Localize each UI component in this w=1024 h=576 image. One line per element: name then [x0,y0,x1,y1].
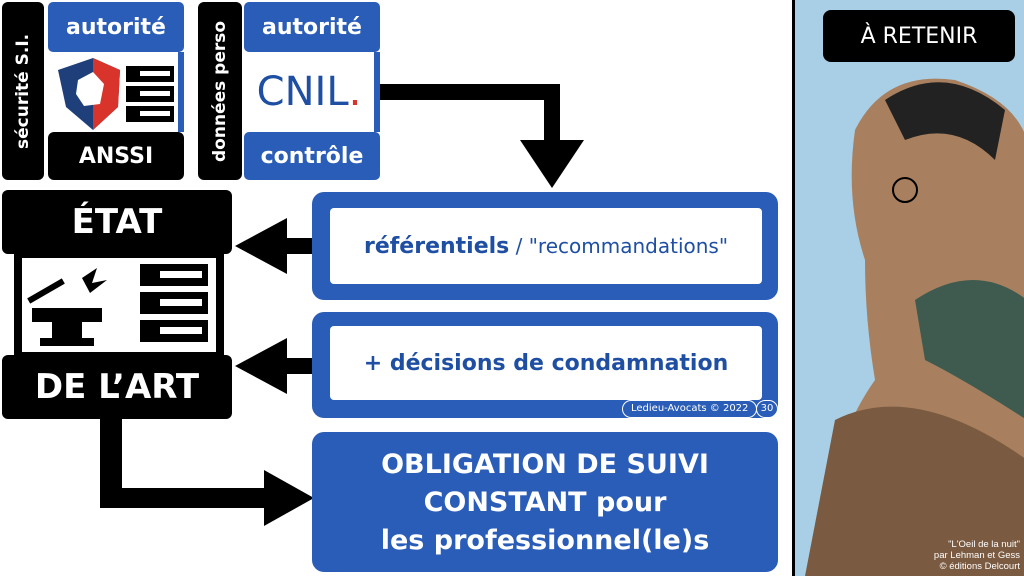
comic-credit: "L'Oeil de la nuit" par Lehman et Gess ©… [934,539,1020,572]
credit-authors: par Lehman et Gess [933,550,1020,561]
anssi-shield-icon [58,58,174,130]
page-number: 30 [756,400,778,418]
cnil-controle-label: contrôle [244,132,380,180]
credit-title: "L'Oeil de la nuit" [948,539,1020,550]
obligation-line3: les professionnel(le)s [380,525,710,556]
comic-panel: À RETENIR "L'Oeil de la nuit" par Lehman… [792,0,1024,576]
credit-publisher: © éditions Delcourt [939,561,1020,572]
arrow-down-head-icon [520,140,584,188]
arrow-ref-bar [285,238,313,254]
referentiels-bold: référentiels [363,233,510,259]
arrow-obligation-down [100,418,122,508]
anvil-server-icon [27,264,208,346]
obligation-box: OBLIGATION DE SUIVI CONSTANT pour les pr… [312,432,778,572]
obligation-line1: OBLIGATION DE SUIVI [381,449,709,480]
copyright-footer: Ledieu-Avocats © 2022 [622,400,758,418]
cnil-logo: CNIL. [244,52,380,132]
side-label-donnees-perso: données perso [198,2,242,180]
arrow-dec-bar [285,358,313,374]
recommandations-text: / "recommandations" [509,234,729,258]
cnil-autorite-label: autorité [244,2,380,52]
cnil-logo-text: CNIL [256,69,349,115]
decisions-text: + décisions de condamnation [330,326,762,400]
arrow-left-icon [235,338,287,394]
de-l-art-label: DE L’ART [2,355,232,419]
anssi-autorite-label: autorité [48,2,184,52]
arrow-right-icon [264,470,314,526]
etat-art-illustration [14,250,224,360]
decisions-box: + décisions de condamnation Ledieu-Avoca… [312,312,778,418]
side-label-securite: sécurité S.I. [2,2,44,180]
anssi-name: ANSSI [48,132,184,180]
anssi-logo [48,52,184,132]
cnil-logo-dot: . [348,69,362,115]
etat-label: ÉTAT [2,190,232,254]
referentiels-box: référentiels / "recommandations" [312,192,778,300]
thinking-man-illustration [805,78,1024,576]
obligation-line2: CONSTANT pour [423,487,667,518]
arrow-obligation-bar [100,488,270,508]
arrow-left-icon [235,218,287,274]
speech-bubble: À RETENIR [823,10,1015,62]
arrow-cnil-down [544,84,560,144]
arrow-cnil-segment [380,84,560,100]
